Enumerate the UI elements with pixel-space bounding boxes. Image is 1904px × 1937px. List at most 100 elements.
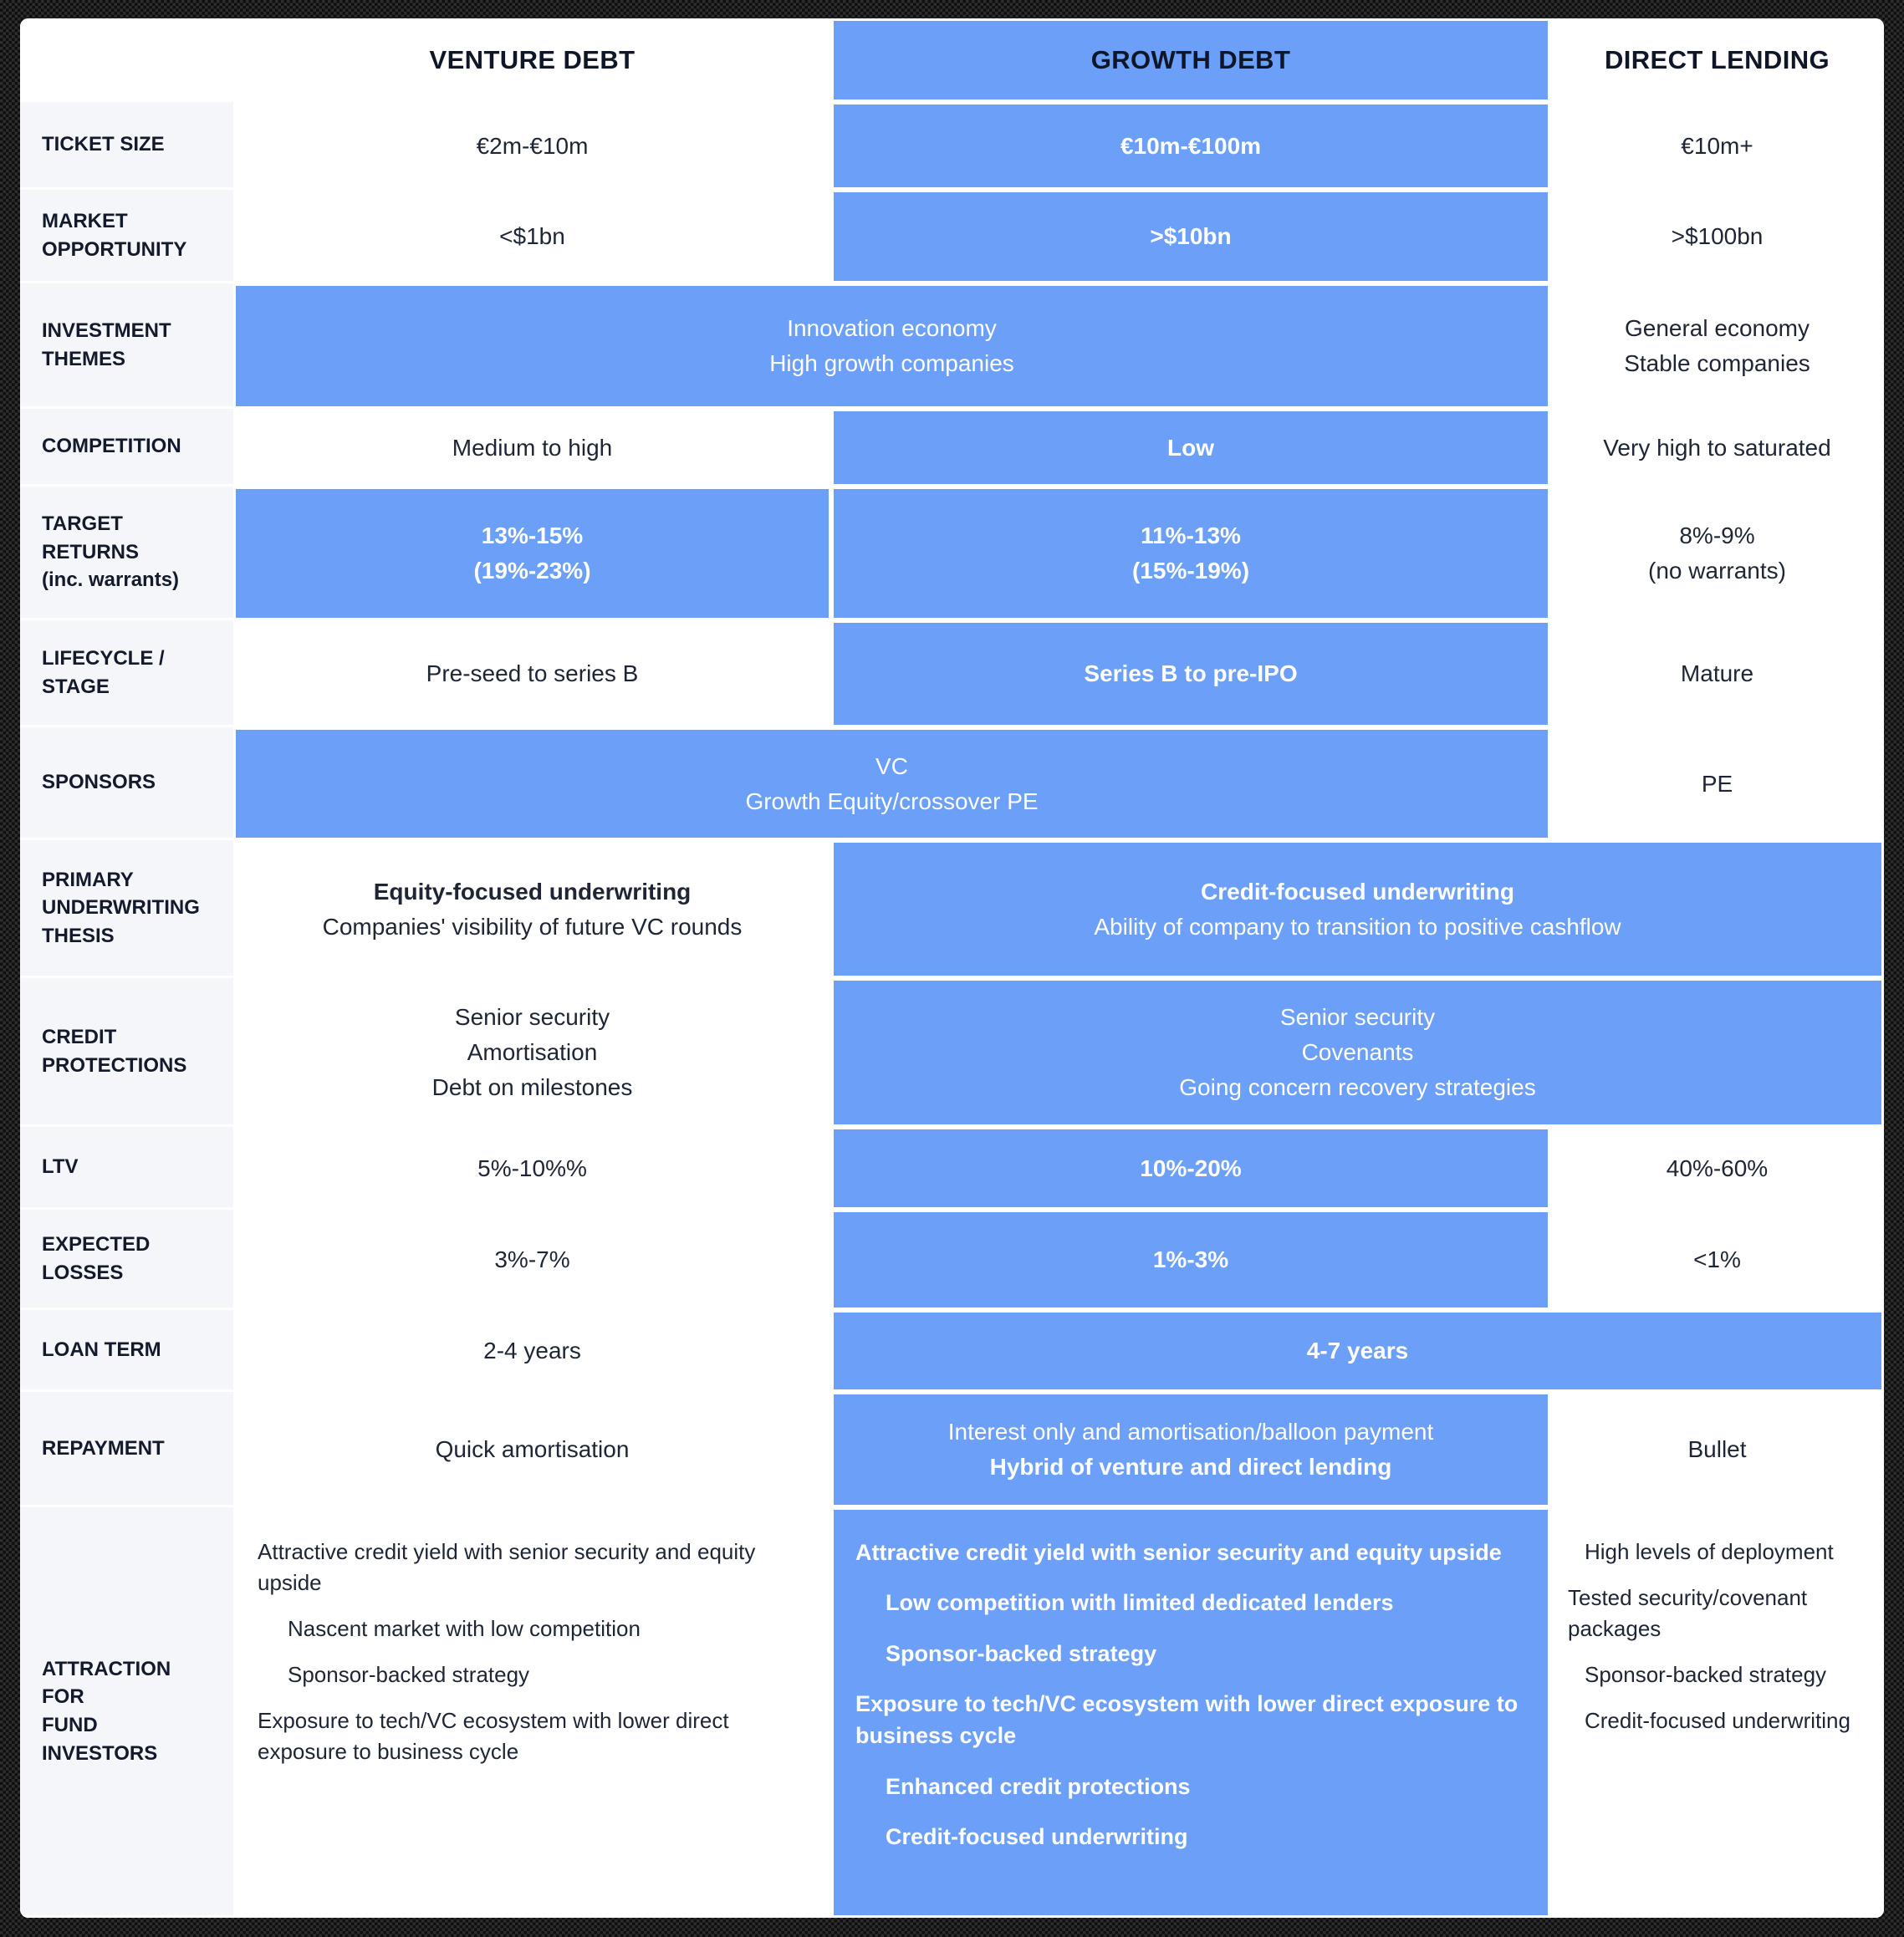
cell-lifecycle-direct: Mature bbox=[1550, 620, 1884, 727]
row-label-ticket-size: TICKET SIZE bbox=[20, 102, 233, 190]
label-line: PROTECTIONS bbox=[42, 1053, 187, 1077]
row-label-credit-protections: CREDIT PROTECTIONS bbox=[20, 978, 233, 1127]
row-sponsors: SPONSORS VC Growth Equity/crossover PE P… bbox=[20, 727, 1884, 840]
attraction-item: Attractive credit yield with senior secu… bbox=[855, 1540, 1502, 1565]
label-line: CREDIT bbox=[42, 1025, 117, 1048]
cell-line: General economy bbox=[1624, 315, 1810, 341]
cell-competition-venture: Medium to high bbox=[233, 409, 831, 487]
cell-attraction-venture: Attractive credit yield with senior secu… bbox=[233, 1507, 831, 1918]
cell-lifecycle-growth: Series B to pre-IPO bbox=[831, 620, 1550, 727]
attraction-item: Enhanced credit protections bbox=[886, 1773, 1191, 1799]
label-line: LIFECYCLE / bbox=[42, 646, 165, 670]
cell-ticket-size-growth: €10m-€100m bbox=[831, 102, 1550, 190]
label-line: MARKET bbox=[42, 209, 128, 232]
cell-line: Senior security bbox=[454, 1004, 610, 1030]
attraction-item: Tested security/covenant packages bbox=[1568, 1584, 1808, 1641]
row-competition: COMPETITION Medium to high Low Very high… bbox=[20, 409, 1884, 487]
cell-attraction-direct: High levels of deployment Tested securit… bbox=[1550, 1507, 1884, 1918]
cell-line: (19%-23%) bbox=[473, 558, 591, 584]
row-label-ltv: LTV bbox=[20, 1127, 233, 1210]
label-line: INVESTORS bbox=[42, 1741, 158, 1765]
row-label-investment-themes: INVESTMENT THEMES bbox=[20, 283, 233, 409]
label-line: OPPORTUNITY bbox=[42, 237, 187, 261]
label-line: STAGE bbox=[42, 675, 110, 698]
label-line: ATTRACTION bbox=[42, 1657, 171, 1680]
label-line: THEMES bbox=[42, 347, 126, 370]
label-line: TARGET bbox=[42, 512, 123, 536]
cell-line: 8%-9% bbox=[1679, 522, 1755, 548]
label-line: LOAN TERM bbox=[42, 1338, 161, 1361]
label-line: THESIS bbox=[42, 924, 115, 947]
cell-attraction-growth: Attractive credit yield with senior secu… bbox=[831, 1507, 1550, 1918]
attraction-item: Attractive credit yield with senior secu… bbox=[258, 1539, 756, 1595]
label-line: INVESTMENT bbox=[42, 319, 171, 342]
cell-competition-direct: Very high to saturated bbox=[1550, 409, 1884, 487]
cell-underwriting-venture: Equity-focused underwriting Companies' v… bbox=[233, 840, 831, 978]
column-header-direct-lending: DIRECT LENDING bbox=[1550, 18, 1884, 102]
cell-line: (15%-19%) bbox=[1131, 558, 1250, 584]
row-loan-term: LOAN TERM 2-4 years 4-7 years bbox=[20, 1310, 1884, 1392]
label-line: (inc. warrants) bbox=[42, 568, 180, 592]
cell-line: Ability of company to transition to posi… bbox=[1094, 913, 1621, 940]
cell-investment-themes-venture-growth: Innovation economy High growth companies bbox=[233, 283, 1550, 409]
label-line: REPAYMENT bbox=[42, 1436, 165, 1460]
cell-lifecycle-venture: Pre-seed to series B bbox=[233, 620, 831, 727]
label-line: EXPECTED bbox=[42, 1232, 151, 1256]
cell-line: Going concern recovery strategies bbox=[1179, 1074, 1536, 1100]
cell-ticket-size-direct: €10m+ bbox=[1550, 102, 1884, 190]
label-line: LOSSES bbox=[42, 1261, 124, 1284]
row-label-market-opportunity: MARKET OPPORTUNITY bbox=[20, 190, 233, 283]
cell-sponsors-direct: PE bbox=[1550, 727, 1884, 840]
cell-market-opportunity-direct: >$100bn bbox=[1550, 190, 1884, 283]
row-label-competition: COMPETITION bbox=[20, 409, 233, 487]
row-lifecycle-stage: LIFECYCLE / STAGE Pre-seed to series B S… bbox=[20, 620, 1884, 727]
cell-line: Companies' visibility of future VC round… bbox=[322, 913, 743, 940]
cell-expected-losses-venture: 3%-7% bbox=[233, 1210, 831, 1310]
attraction-item: Sponsor-backed strategy bbox=[1585, 1661, 1827, 1687]
cell-ltv-growth: 10%-20% bbox=[831, 1127, 1550, 1210]
attraction-item: Sponsor-backed strategy bbox=[886, 1640, 1157, 1666]
cell-line: Growth Equity/crossover PE bbox=[745, 788, 1039, 814]
cell-line: Equity-focused underwriting bbox=[373, 878, 692, 905]
attraction-item: Exposure to tech/VC ecosystem with lower… bbox=[258, 1707, 729, 1764]
cell-investment-themes-direct: General economy Stable companies bbox=[1550, 283, 1884, 409]
label-line: SPONSORS bbox=[42, 771, 156, 794]
cell-line: Innovation economy bbox=[787, 315, 997, 341]
cell-line: Credit-focused underwriting bbox=[1201, 878, 1514, 905]
row-label-primary-underwriting-thesis: PRIMARY UNDERWRITING THESIS bbox=[20, 840, 233, 978]
row-label-sponsors: SPONSORS bbox=[20, 727, 233, 840]
cell-line: 11%-13% bbox=[1141, 522, 1241, 548]
row-label-lifecycle-stage: LIFECYCLE / STAGE bbox=[20, 620, 233, 727]
row-label-attraction: ATTRACTION FOR FUND INVESTORS bbox=[20, 1507, 233, 1918]
row-primary-underwriting-thesis: PRIMARY UNDERWRITING THESIS Equity-focus… bbox=[20, 840, 1884, 978]
attraction-item: Exposure to tech/VC ecosystem with lower… bbox=[855, 1690, 1519, 1749]
cell-market-opportunity-growth: >$10bn bbox=[831, 190, 1550, 283]
row-expected-losses: EXPECTED LOSSES 3%-7% 1%-3% <1% bbox=[20, 1210, 1884, 1310]
label-line: TICKET SIZE bbox=[42, 133, 165, 156]
cell-line: (no warrants) bbox=[1648, 558, 1786, 584]
row-attraction: ATTRACTION FOR FUND INVESTORS Attractive… bbox=[20, 1507, 1884, 1918]
cell-sponsors-venture-growth: VC Growth Equity/crossover PE bbox=[233, 727, 1550, 840]
cell-loan-term-venture: 2-4 years bbox=[233, 1310, 831, 1392]
cell-line: Amortisation bbox=[467, 1039, 598, 1065]
label-line: RETURNS bbox=[42, 540, 140, 563]
cell-repayment-growth: Interest only and amortisation/balloon p… bbox=[831, 1392, 1550, 1507]
label-line: FUND bbox=[42, 1714, 98, 1736]
debt-comparison-table: VENTURE DEBT GROWTH DEBT DIRECT LENDING … bbox=[20, 18, 1884, 1918]
cell-competition-growth: Low bbox=[831, 409, 1550, 487]
cell-line: 13%-15% bbox=[481, 522, 584, 548]
attraction-item: Credit-focused underwriting bbox=[1585, 1707, 1850, 1733]
cell-line: Stable companies bbox=[1624, 350, 1810, 376]
attraction-item: Low competition with limited dedicated l… bbox=[886, 1590, 1394, 1616]
cell-repayment-venture: Quick amortisation bbox=[233, 1392, 831, 1507]
row-label-repayment: REPAYMENT bbox=[20, 1392, 233, 1507]
label-line: COMPETITION bbox=[42, 435, 181, 458]
cell-target-returns-direct: 8%-9% (no warrants) bbox=[1550, 487, 1884, 620]
row-ticket-size: TICKET SIZE €2m-€10m €10m-€100m €10m+ bbox=[20, 102, 1884, 190]
cell-line: High growth companies bbox=[769, 350, 1014, 376]
cell-market-opportunity-venture: <$1bn bbox=[233, 190, 831, 283]
cell-line: Hybrid of venture and direct lending bbox=[989, 1454, 1392, 1480]
row-label-target-returns: TARGET RETURNS (inc. warrants) bbox=[20, 487, 233, 620]
row-target-returns: TARGET RETURNS (inc. warrants) 13%-15% (… bbox=[20, 487, 1884, 620]
